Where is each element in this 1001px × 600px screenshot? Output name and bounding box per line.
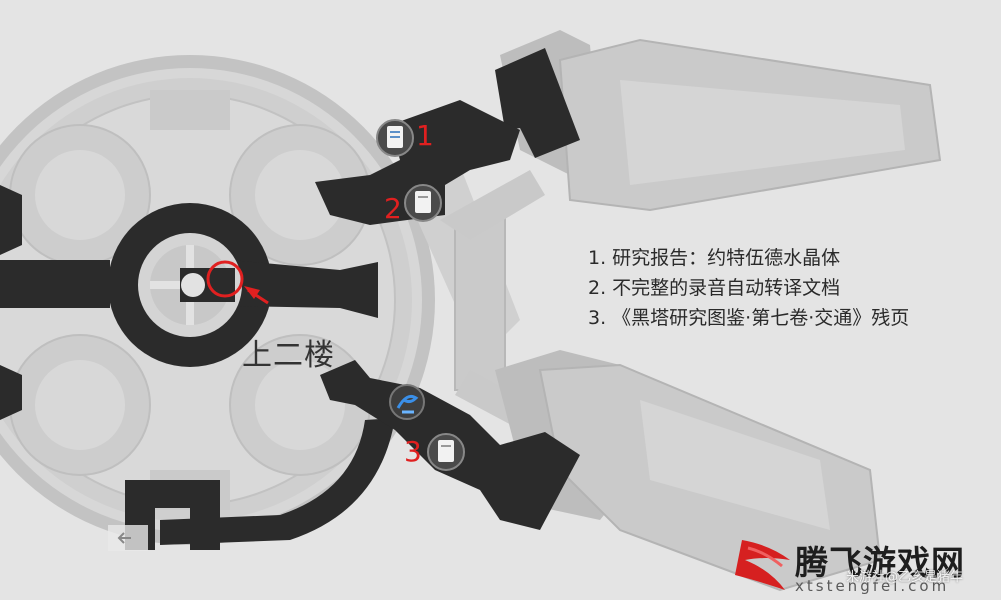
site-name: 腾飞游戏网 [795, 543, 965, 582]
site-url: xtstengfei.com [795, 577, 950, 595]
marker-number-1: 1 [416, 119, 434, 152]
brand-logo [735, 540, 790, 590]
stairs-highlight[interactable] [206, 260, 269, 305]
central-hub [138, 233, 242, 337]
document-report-icon[interactable] [376, 119, 414, 157]
legend: 1. 研究报告：约特伍德水晶体 2. 不完整的录音自动转译文档 3. 《黑塔研究… [588, 243, 909, 333]
marker-number-2: 2 [384, 192, 402, 225]
legend-item-3: 3. 《黑塔研究图鉴·第七卷·交通》残页 [588, 307, 910, 329]
space-anchor-icon[interactable] [389, 384, 425, 420]
marker-number-3: 3 [404, 435, 422, 468]
floor-label: 上二楼 [242, 338, 335, 373]
audio-log-icon[interactable] [404, 184, 442, 222]
legend-item-1: 1. 研究报告：约特伍德水晶体 [588, 247, 841, 269]
watermark: 米游社@乙亥是猪年 [846, 570, 964, 585]
arrow-left-icon[interactable] [108, 525, 148, 551]
legend-item-2: 2. 不完整的录音自动转译文档 [588, 277, 841, 299]
book-page-icon[interactable] [427, 433, 465, 471]
